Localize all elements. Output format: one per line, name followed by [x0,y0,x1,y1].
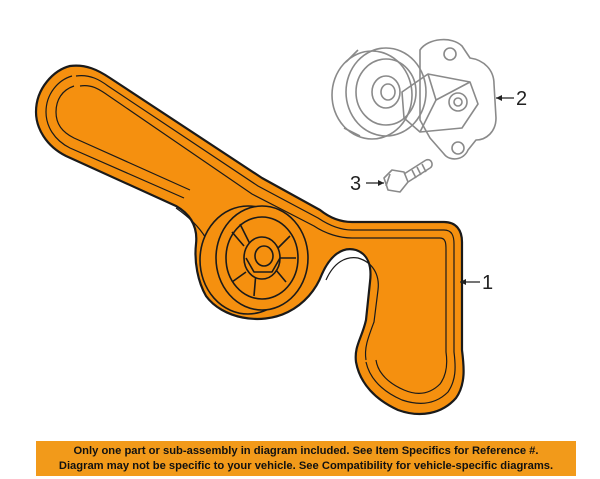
bolt [383,158,433,193]
callout-2-label: 2 [516,88,527,110]
disclaimer-line-1: Only one part or sub-assembly in diagram… [73,445,539,457]
disclaimer-line-2: Diagram may not be specific to your vehi… [58,460,554,472]
disclaimer-banner: Only one part or sub-assembly in diagram… [36,441,576,476]
callout-1-label: 1 [482,272,493,294]
tensioner-assembly [331,38,497,160]
callout-3-label: 3 [350,173,361,195]
parts-diagram: 1 2 3 [34,38,527,416]
callout-2: 2 [496,88,527,110]
callout-3: 3 [350,173,384,195]
idler-pulley [199,205,309,315]
callout-1: 1 [460,272,493,294]
